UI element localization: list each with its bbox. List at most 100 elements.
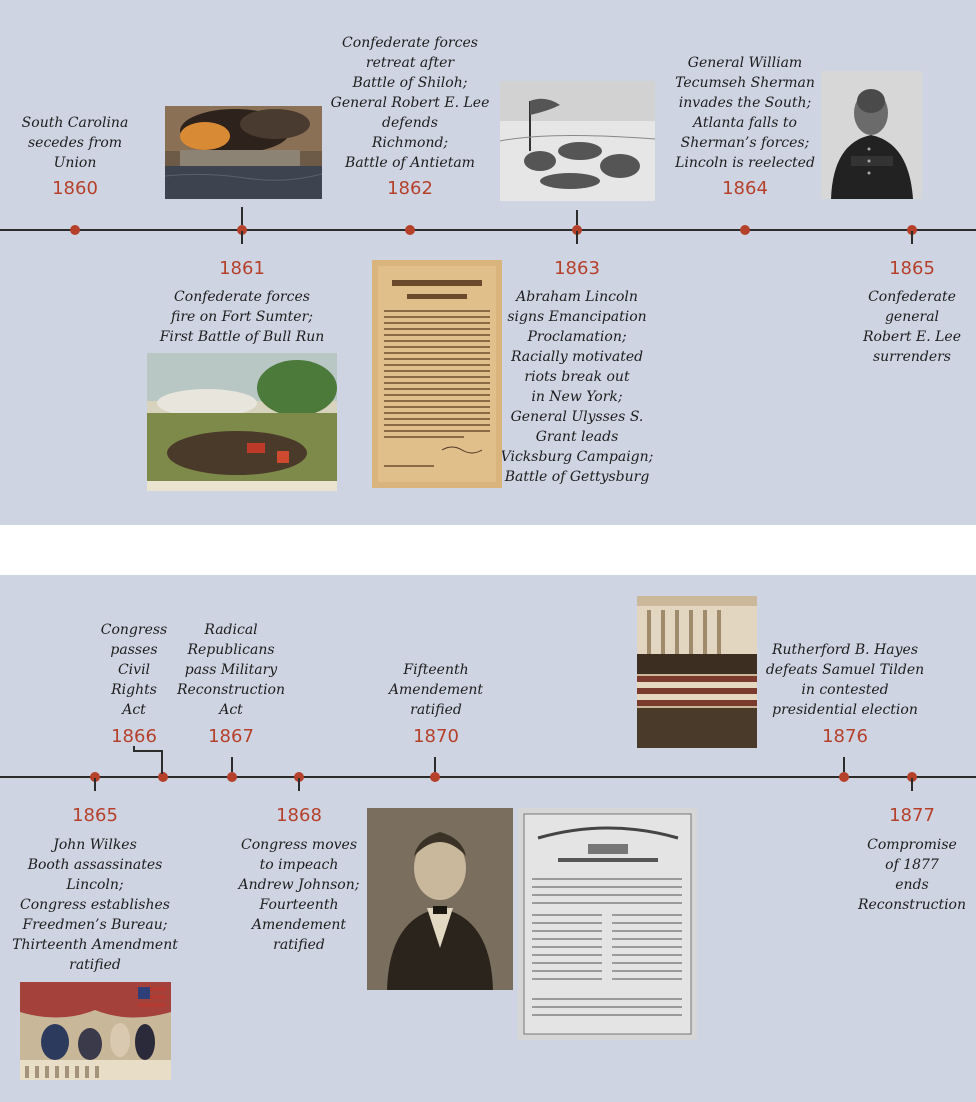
capitol-inauguration-photo-image	[637, 596, 757, 748]
sherman-portrait-image	[821, 71, 922, 199]
event-line: South Carolina	[21, 115, 129, 131]
year-1861: 1861	[219, 258, 265, 279]
tick-1877	[911, 778, 913, 791]
event-line: Civil	[117, 662, 151, 678]
event-line: Reconstruction	[857, 897, 967, 913]
event-line: Abraham Lincoln	[516, 289, 638, 305]
event-line: retreat after	[365, 55, 455, 71]
marker-1866	[158, 772, 168, 782]
event-line: Atlanta falls to	[693, 115, 797, 131]
event-line: ratified	[410, 702, 462, 718]
marker-1877	[907, 772, 917, 782]
event-line: Racially motivated	[510, 349, 644, 365]
event-line: Rights	[111, 682, 157, 698]
connector-1866	[133, 750, 163, 774]
year-1870: 1870	[413, 726, 459, 747]
event-line: Andrew Johnson;	[238, 877, 360, 893]
event-line: Amendement	[251, 917, 347, 933]
connector-1866-stub	[133, 746, 135, 752]
event-line: secedes from	[27, 135, 123, 151]
year-1860: 1860	[52, 178, 98, 199]
timeline-axis-top	[0, 229, 976, 231]
event-line: Thirteenth Amendment	[12, 937, 178, 953]
event-line: Grant leads	[535, 429, 619, 445]
event-line: Confederate forces	[174, 289, 310, 305]
event-line: defeats Samuel Tilden	[765, 662, 925, 678]
timeline-axis-bottom	[0, 776, 976, 778]
marker-1861	[237, 225, 247, 235]
year-1867: 1867	[208, 726, 254, 747]
event-line: Booth assassinates	[27, 857, 163, 873]
tick-1867	[231, 757, 233, 772]
event-line: General Robert E. Lee	[330, 95, 490, 111]
event-line: defends	[382, 115, 438, 131]
marker-1863	[572, 225, 582, 235]
event-line: to impeach	[259, 857, 339, 873]
marker-1870	[430, 772, 440, 782]
year-1866: 1866	[111, 726, 157, 747]
marker-1864	[740, 225, 750, 235]
event-text-1861: Confederate forces fire on Fort Sumter; Fi…	[142, 287, 342, 347]
tick-1865	[911, 231, 913, 244]
emancipation-proclamation-document-image	[372, 260, 502, 488]
event-line: Union	[53, 155, 97, 171]
event-line: Amendement	[388, 682, 484, 698]
marker-1860	[70, 225, 80, 235]
event-line: surrenders	[872, 349, 951, 365]
year-1864: 1864	[722, 178, 768, 199]
year-1863: 1863	[554, 258, 600, 279]
event-line: John Wilkes	[53, 837, 137, 853]
event-line: Reconstruction	[176, 682, 286, 698]
event-line: riots break out	[524, 369, 630, 385]
event-line: Tecumseh Sherman	[675, 75, 815, 91]
event-line: ratified	[69, 957, 121, 973]
event-line: Battle of Shiloh;	[352, 75, 468, 91]
andrew-johnson-portrait-image	[367, 808, 513, 990]
event-line: Congress moves	[241, 837, 357, 853]
marker-1862	[405, 225, 415, 235]
event-line: First Battle of Bull Run	[159, 329, 325, 345]
lincoln-assassination-print-image	[20, 982, 171, 1080]
event-line: Robert E. Lee	[863, 329, 961, 345]
event-line: Act	[122, 702, 146, 718]
event-line: Congress	[100, 622, 168, 638]
event-line: Lincoln;	[66, 877, 124, 893]
event-line: presidential election	[772, 702, 918, 718]
tick-1870	[434, 757, 436, 772]
event-line: fire on Fort Sumter;	[170, 309, 313, 325]
event-line: in contested	[801, 682, 889, 698]
event-line: Republicans	[187, 642, 275, 658]
event-line: Confederate forces	[342, 35, 478, 51]
tick-1861	[241, 231, 243, 244]
fort-sumter-painting-image	[165, 106, 322, 199]
event-line: signs Emancipation	[507, 309, 647, 325]
event-line: general	[884, 309, 940, 325]
event-line: in New York;	[531, 389, 623, 405]
event-line: Rutherford B. Hayes	[771, 642, 918, 658]
tick-1861-up	[241, 207, 243, 225]
year-1865: 1865	[889, 258, 935, 279]
event-line: Fourteenth	[259, 897, 339, 913]
marker-1865	[907, 225, 917, 235]
event-line: Fifteenth	[403, 662, 469, 678]
event-line: Congress establishes	[20, 897, 170, 913]
event-line: Richmond;	[371, 135, 449, 151]
year-1862: 1862	[387, 178, 433, 199]
fifteenth-amendment-document-image	[518, 808, 697, 1040]
year-1868: 1868	[276, 805, 322, 826]
event-line: Battle of Antietam	[345, 155, 475, 171]
marker-1876	[839, 772, 849, 782]
marker-1868	[294, 772, 304, 782]
event-line: Compromise	[867, 837, 957, 853]
event-line: Act	[219, 702, 243, 718]
tick-1863-down	[576, 231, 578, 244]
